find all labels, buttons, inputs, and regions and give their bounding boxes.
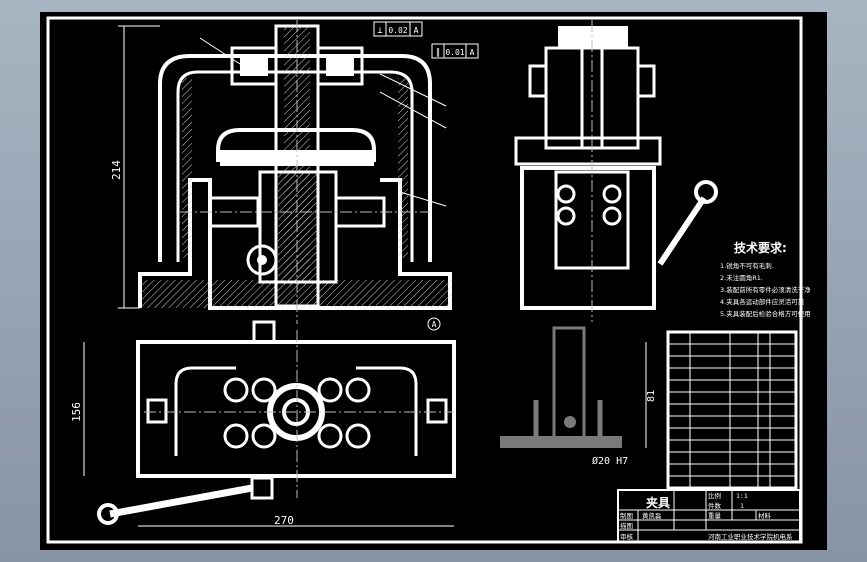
plan-bolt-4 — [251, 423, 277, 449]
dimension-214: 214 — [110, 25, 160, 309]
scale-value: 1:1 — [736, 492, 748, 500]
plan-bolt-5 — [317, 377, 343, 403]
bore-fit-text: Ø20 H7 — [592, 455, 628, 467]
plan-lever-eye — [97, 503, 119, 525]
front-right-clamp-block — [326, 56, 354, 76]
dimension-81-text: 81 — [646, 390, 657, 402]
plan-bolt-1 — [223, 377, 249, 403]
engineering-drawing: 214 ⊥ 0.02 A ∥ 0.01 A A — [46, 16, 811, 544]
datum-a-symbol: A — [427, 317, 441, 331]
front-eccentric-centre — [257, 255, 267, 265]
parallelism-value: 0.01 — [445, 48, 464, 57]
side-top-cap — [558, 26, 628, 48]
side-base-block — [520, 166, 656, 310]
plan-top-lug — [252, 320, 276, 344]
designer-label: 制图 — [620, 511, 633, 520]
dimension-214-text: 214 — [110, 160, 123, 180]
front-right-wall-hatch — [398, 78, 408, 258]
material-label: 材料 — [758, 511, 772, 520]
side-mid-band — [514, 136, 662, 166]
side-bolt-2 — [556, 206, 576, 226]
side-right-lug — [636, 64, 656, 98]
side-handle-bar — [657, 196, 707, 266]
dimension-270-text: 270 — [274, 514, 294, 527]
dimension-270: 270 — [138, 514, 454, 527]
perpendicularity-datum: A — [414, 26, 419, 35]
sheet-value: 1 — [740, 502, 744, 510]
plan-bolt-7 — [317, 423, 343, 449]
drawing-border — [46, 16, 803, 544]
front-view — [138, 24, 452, 310]
parallelism-symbol: ∥ — [436, 48, 441, 58]
checker-label: 审核 — [620, 532, 634, 541]
plan-left-jaw — [174, 366, 236, 456]
title-block: 夹具 比例 1:1 件数 1 重量 材料 制图 黄凯磊 描图 审核 河南工业职业… — [617, 489, 801, 543]
front-left-clamp-block — [240, 56, 268, 76]
tech-req-item-5: 5.夹具装配后检验合格方可使用 — [720, 309, 811, 318]
sheet-label: 件数 — [708, 501, 722, 510]
tech-req-item-2: 2.未注圆角R1. — [720, 273, 763, 282]
side-view — [514, 26, 718, 310]
side-bolt-1 — [556, 184, 576, 204]
side-left-lug — [528, 64, 548, 98]
plan-bolt-3 — [223, 423, 249, 449]
plan-lever-arm — [109, 484, 253, 518]
side-bolt-3 — [602, 184, 622, 204]
plan-bolt-8 — [345, 423, 371, 449]
front-inner-arch — [216, 128, 376, 162]
parts-list — [666, 330, 798, 490]
plan-outline — [136, 340, 456, 478]
weight-label: 重量 — [708, 512, 722, 520]
plan-bolt-6 — [345, 377, 371, 403]
plan-right-lug — [426, 398, 448, 424]
school-name: 河南工业职业技术学院机电系 — [708, 532, 793, 541]
designer-name: 黄凯磊 — [642, 511, 662, 520]
front-centre-hatch — [278, 172, 318, 282]
side-bolt-4 — [602, 206, 622, 226]
gdt-parallelism: ∥ 0.01 A — [431, 43, 479, 59]
gdt-perpendicularity: ⊥ 0.02 A — [373, 21, 423, 37]
perpendicularity-value: 0.02 — [388, 26, 407, 35]
dimension-81: 81 — [645, 342, 657, 448]
plan-right-jaw — [356, 366, 418, 456]
drawing-sheet: 214 ⊥ 0.02 A ∥ 0.01 A A — [40, 12, 827, 550]
title-block-title: 夹具 — [646, 495, 670, 510]
dimension-156: 156 — [70, 342, 85, 476]
front-leaders — [199, 37, 447, 207]
plan-left-lug — [146, 398, 168, 424]
dimension-156-text: 156 — [70, 402, 83, 422]
plan-bolt-2 — [251, 377, 277, 403]
tech-req-item-4: 4.夹具各运动部件应灵活可靠 — [720, 297, 805, 306]
tech-req-item-1: 1.锐角不可有毛刺. — [720, 261, 774, 270]
datum-a-text: A — [432, 320, 437, 329]
perpendicularity-symbol: ⊥ — [377, 26, 383, 36]
plan-lever-pivot — [250, 476, 274, 500]
parallelism-datum: A — [470, 48, 475, 57]
side-handle-knob — [694, 180, 718, 204]
tech-req-item-3: 3.装配前所有零件必须清洗干净 — [720, 285, 811, 294]
front-left-wall-hatch — [182, 78, 192, 258]
technical-requirements: 技术要求: 1.锐角不可有毛刺. 2.未注圆角R1. 3.装配前所有零件必须清洗… — [720, 240, 811, 318]
front-platen — [220, 150, 374, 166]
scale-label: 比例 — [708, 491, 721, 500]
reviewer-label: 描图 — [620, 521, 633, 530]
plan-view — [97, 320, 456, 525]
tech-req-title: 技术要求: — [734, 240, 787, 255]
front-eccentric-circle — [246, 244, 278, 276]
side-lower-section — [500, 326, 622, 448]
parts-list-rows — [668, 343, 796, 477]
